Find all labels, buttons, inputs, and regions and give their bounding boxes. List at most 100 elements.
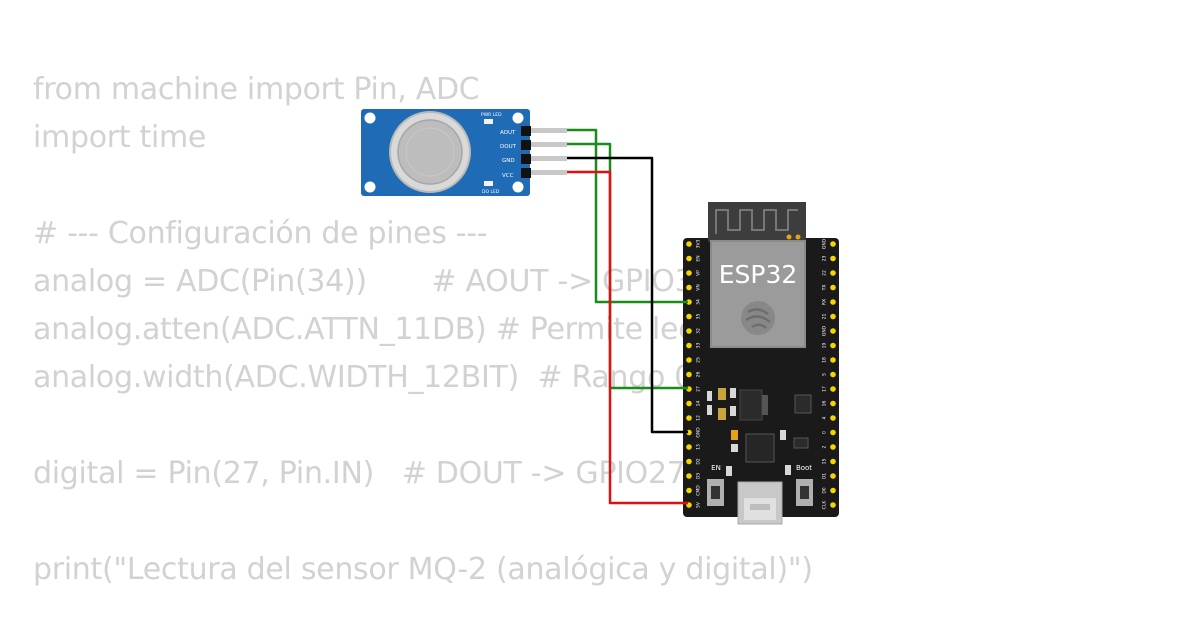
header-pin-label: GND: [696, 427, 702, 438]
header-pin-label: 22: [822, 270, 828, 276]
header-pin[interactable]: [686, 299, 692, 305]
sensor-header: [521, 126, 567, 178]
smd-capacitor: [718, 408, 726, 420]
header-pin-label: 23: [822, 256, 828, 262]
header-pin-label: GND: [822, 325, 828, 336]
header-pin[interactable]: [830, 386, 836, 392]
header-pin[interactable]: [686, 284, 692, 291]
header-pin-label: 17: [822, 386, 828, 392]
header-pin[interactable]: [830, 444, 836, 450]
mounting-hole-icon: [512, 181, 524, 193]
smd-resistor: [707, 391, 712, 401]
header-pin-label: 34: [696, 299, 702, 305]
header-pin-label: 18: [822, 357, 828, 363]
en-button[interactable]: [707, 479, 724, 506]
wiring: [567, 128, 688, 505]
antenna-pad: [786, 234, 792, 240]
header-pin[interactable]: [830, 429, 836, 436]
smd-capacitor: [730, 388, 736, 398]
header-pin[interactable]: [686, 357, 692, 363]
header-pin-label: RX: [822, 299, 828, 305]
header-pin-label: EN: [696, 255, 702, 261]
header-pin-label: 32: [696, 328, 702, 334]
header-pin-label: 5: [822, 373, 828, 376]
header-pin[interactable]: [686, 255, 692, 262]
header-pin-label: 19: [822, 343, 828, 349]
header-pin[interactable]: [686, 241, 692, 247]
header-pin[interactable]: [830, 473, 836, 479]
header-pin-label: D1: [822, 473, 828, 479]
header-pin[interactable]: [830, 313, 836, 320]
smd-capacitor: [718, 388, 726, 400]
header-pin-label: 35: [696, 314, 702, 320]
header-pin[interactable]: [686, 342, 692, 349]
mounting-hole-icon: [364, 181, 376, 193]
wire-aout-gpio34[interactable]: [567, 128, 688, 304]
header-pin[interactable]: [830, 255, 836, 262]
header-pin[interactable]: [686, 444, 692, 450]
wire-vcc-5v[interactable]: [567, 170, 688, 505]
code-line: from machine import Pin, ADC: [33, 72, 480, 107]
header-pin[interactable]: [686, 487, 692, 494]
header-pin[interactable]: [686, 270, 692, 276]
esp32-devkit-board[interactable]: ESP32 3V3ENVPVN343532332526271412GND13D2…: [683, 202, 839, 525]
wire-gnd[interactable]: [567, 156, 688, 434]
header-pin[interactable]: [686, 473, 692, 479]
header-pin-label: CMD: [696, 485, 702, 496]
header-pin-label: 2: [822, 445, 828, 448]
header-pin[interactable]: [830, 415, 836, 421]
header-pin[interactable]: [830, 342, 836, 349]
header-pin[interactable]: [830, 502, 836, 508]
header-pin-label: D3: [696, 473, 702, 479]
smd-transistor: [794, 394, 812, 414]
header-pin[interactable]: [686, 313, 692, 320]
header-pin-label: 14: [696, 401, 702, 407]
header-pin[interactable]: [686, 328, 692, 334]
voltage-regulator: [739, 389, 763, 421]
header-pin[interactable]: [830, 299, 836, 305]
board-name: ESP32: [719, 260, 798, 289]
wifi-antenna: [708, 202, 806, 242]
header-pin[interactable]: [686, 371, 692, 378]
header-pin-label: 5V: [696, 501, 702, 508]
code-line: analog.width(ADC.WIDTH_12BIT) # Rango 0: [33, 360, 694, 395]
smd-resistor: [707, 405, 712, 415]
en-button-label: EN: [711, 464, 721, 472]
smd-led: [785, 465, 791, 475]
code-line: import time: [33, 120, 207, 155]
header-pin[interactable]: [830, 284, 836, 291]
micro-usb-port[interactable]: [737, 481, 783, 525]
header-pin-label: 33: [696, 343, 702, 349]
header-pin[interactable]: [830, 400, 836, 407]
left-pin-header: 3V3ENVPVN343532332526271412GND13D2D3CMD5…: [686, 239, 702, 508]
header-pin[interactable]: [686, 415, 692, 421]
mq2-sensor-module[interactable]: PWR LED DO LED AOUT DOUT GND VCC: [361, 109, 567, 196]
smd-capacitor: [780, 430, 786, 440]
header-pin[interactable]: [686, 458, 692, 465]
header-pin-label: D0: [822, 487, 828, 493]
header-pin-label: VP: [696, 270, 702, 276]
boot-button[interactable]: [796, 479, 813, 506]
header-pin[interactable]: [830, 270, 836, 276]
header-pin-label: 3V3: [696, 239, 702, 248]
header-pin-label: D2: [696, 458, 702, 464]
header-pin-label: 26: [696, 372, 702, 378]
wire-dout-gpio27[interactable]: [567, 142, 688, 390]
header-pin[interactable]: [830, 241, 836, 247]
header-pin[interactable]: [686, 400, 692, 407]
header-pin-label: 16: [822, 401, 828, 407]
mounting-hole-icon: [364, 112, 376, 124]
header-pin[interactable]: [830, 487, 836, 494]
header-pin[interactable]: [830, 328, 836, 334]
usb-uart-chip: [745, 433, 775, 463]
header-pin[interactable]: [830, 458, 836, 465]
smd-capacitor: [793, 437, 809, 449]
smd-resistor: [731, 444, 738, 452]
smd-resistor: [726, 466, 732, 476]
header-pin[interactable]: [830, 371, 836, 378]
smd-resistor: [730, 406, 736, 416]
header-pin-label: GND: [822, 238, 828, 249]
header-pin[interactable]: [830, 357, 836, 363]
mounting-hole-icon: [512, 112, 524, 124]
